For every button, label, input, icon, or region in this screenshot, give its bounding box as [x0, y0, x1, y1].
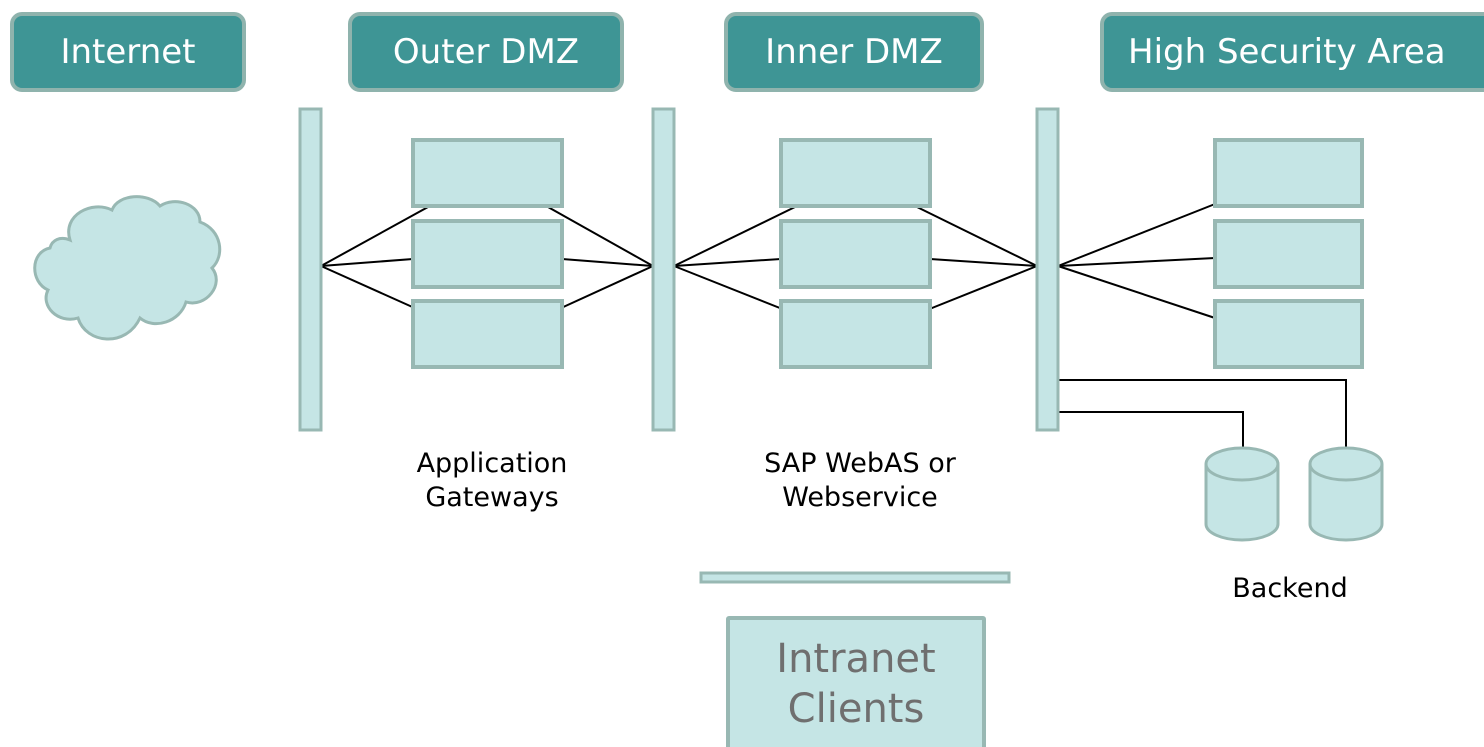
webas-label: SAP WebAS or Webservice: [725, 447, 995, 515]
clients-label-line1: Intranet: [776, 636, 936, 682]
zone-outer-dmz-label: Outer DMZ: [392, 32, 580, 72]
gateways-label-line2: Gateways: [425, 482, 559, 513]
gateway-server-1: [411, 138, 564, 208]
database-icon: [1308, 446, 1384, 542]
backend-server-3: [1213, 299, 1364, 369]
zone-outer-dmz: Outer DMZ: [348, 12, 624, 92]
firewall-1: [298, 107, 323, 432]
zone-high-security-label: High Security Area: [1128, 32, 1446, 72]
webas-label-line2: Webservice: [782, 482, 938, 513]
zone-high-security: High Security Area: [1100, 12, 1484, 92]
database-icon: [1204, 446, 1280, 542]
zone-internet-label: Internet: [60, 32, 196, 72]
firewall-3: [1035, 107, 1060, 432]
zone-inner-dmz: Inner DMZ: [724, 12, 984, 92]
gateway-server-3: [411, 299, 564, 369]
intranet-bar: [699, 571, 1011, 584]
backend-label: Backend: [1232, 573, 1348, 604]
backend-server-1: [1213, 138, 1364, 208]
firewall-2: [651, 107, 676, 432]
intranet-clients-box: Intranet Clients: [726, 616, 986, 747]
gateways-label: Application Gateways: [392, 447, 592, 515]
webas-server-3: [779, 299, 932, 369]
zone-internet: Internet: [10, 12, 246, 92]
clients-label-line2: Clients: [787, 686, 925, 732]
webas-server-1: [779, 138, 932, 208]
gateway-server-2: [411, 219, 564, 289]
zone-inner-dmz-label: Inner DMZ: [765, 32, 943, 72]
webas-server-2: [779, 219, 932, 289]
gateways-label-line1: Application: [416, 448, 568, 479]
backend-server-2: [1213, 219, 1364, 289]
webas-label-line1: SAP WebAS or: [764, 448, 956, 479]
internet-cloud-icon: [33, 195, 222, 341]
connection-lines: [320, 203, 1347, 448]
